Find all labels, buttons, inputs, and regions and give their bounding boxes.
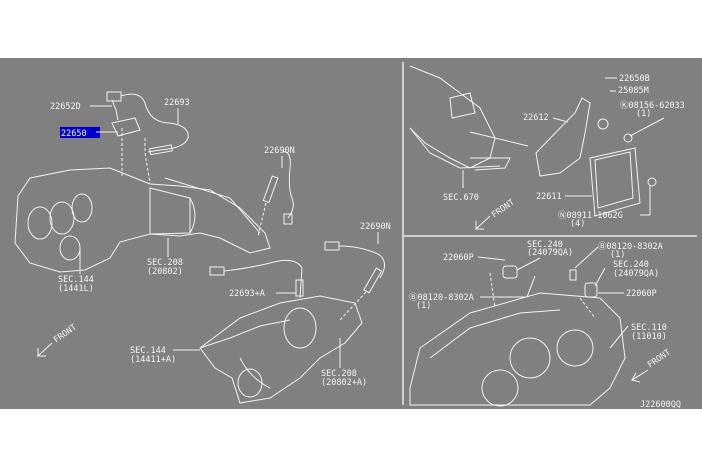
part-label-22690N-b[interactable]: 22690N xyxy=(360,222,391,232)
part-label-08120-8302A-b[interactable]: Ⓑ08120-8302A xyxy=(598,242,663,252)
lower-exhaust-manifold-drawing xyxy=(199,295,363,404)
parts-diagram: 22652D 22693 22650 22690N 22690N SEC.144… xyxy=(0,58,702,410)
sec-240-b-label[interactable]: SEC.240 xyxy=(613,260,649,270)
front-label-right-bottom: FRONT xyxy=(646,348,673,371)
sec-240-a-sub-label: (24079QA) xyxy=(527,248,573,258)
front-arrow-icon: FRONT xyxy=(474,198,517,230)
part-label-25085M[interactable]: 25085M xyxy=(618,86,649,96)
ecm-bracket-drawing xyxy=(535,97,591,177)
parts-diagram-svg: 22652D 22693 22650 22690N 22690N SEC.144… xyxy=(14,62,697,410)
upper-exhaust-manifold-drawing xyxy=(14,128,271,273)
sec-144-b-sub-label: (14411+A) xyxy=(130,355,176,365)
part-qty-08156-62033: (1) xyxy=(636,109,651,119)
front-arrow-icon: FRONT xyxy=(36,323,79,357)
part-qty-08911-1062G: (4) xyxy=(570,219,585,229)
part-label-22690N-a[interactable]: 22690N xyxy=(264,146,295,156)
rear-oxygen-sensor-drawing-b xyxy=(324,241,385,321)
sec-670-label[interactable]: SEC.670 xyxy=(443,193,479,203)
sec-144-label[interactable]: SEC.144 xyxy=(58,275,94,285)
sec-208-sub-label: (20802) xyxy=(147,267,183,277)
cylinder-block-drawing xyxy=(409,292,626,407)
part-label-22652D[interactable]: 22652D xyxy=(50,102,81,112)
knock-sensor-drawing-a xyxy=(489,257,541,309)
sec-208-b-sub-label: (20802+A) xyxy=(321,378,367,388)
sec-110-sub-label: (11010) xyxy=(631,332,667,342)
front-label-right-top: FRONT xyxy=(490,198,517,221)
body-panel-drawing xyxy=(409,65,529,188)
sec-208-label[interactable]: SEC.208 xyxy=(147,258,183,268)
part-label-22693[interactable]: 22693 xyxy=(164,98,190,108)
selected-part-highlight xyxy=(60,127,100,138)
sec-240-b-sub-label: (24079QA) xyxy=(613,269,659,279)
part-label-08120-8302A-a[interactable]: Ⓑ08120-8302A xyxy=(409,293,474,303)
lower-sensor-drawing xyxy=(209,259,304,299)
part-label-08156-62033[interactable]: Ⓚ08156-62033 xyxy=(620,101,685,111)
part-label-22693A[interactable]: 22693+A xyxy=(229,289,265,299)
ecm-module-drawing xyxy=(589,118,657,217)
front-label-left: FRONT xyxy=(52,323,79,346)
sec-240-a-label[interactable]: SEC.240 xyxy=(527,240,563,250)
part-qty-08120-8302A-a: (1) xyxy=(416,301,431,311)
part-label-22060P-a[interactable]: 22060P xyxy=(443,253,474,263)
sec-110-label[interactable]: SEC.110 xyxy=(631,323,667,333)
sec-208-b-label[interactable]: SEC.208 xyxy=(321,369,357,379)
part-label-22612[interactable]: 22612 xyxy=(523,113,549,123)
part-label-08911-1062G[interactable]: Ⓝ08911-1062G xyxy=(558,211,623,221)
part-label-22611[interactable]: 22611 xyxy=(536,192,562,202)
part-label-22650B[interactable]: 22650B xyxy=(619,74,650,84)
part-label-22650-selected[interactable]: 22650 xyxy=(61,129,87,139)
front-oxygen-sensor-drawing xyxy=(106,91,189,156)
sec-144-sub-label: (1441L) xyxy=(58,284,94,294)
part-label-22060P-b[interactable]: 22060P xyxy=(626,289,657,299)
sec-144-b-label[interactable]: SEC.144 xyxy=(130,346,166,356)
diagram-id-label: J22600QQ xyxy=(640,400,681,409)
front-arrow-icon: FRONT xyxy=(630,348,673,383)
rear-oxygen-sensor-drawing-a xyxy=(257,151,294,237)
part-qty-08120-8302A-b: (1) xyxy=(610,250,625,260)
knock-sensor-drawing-b xyxy=(569,267,606,319)
